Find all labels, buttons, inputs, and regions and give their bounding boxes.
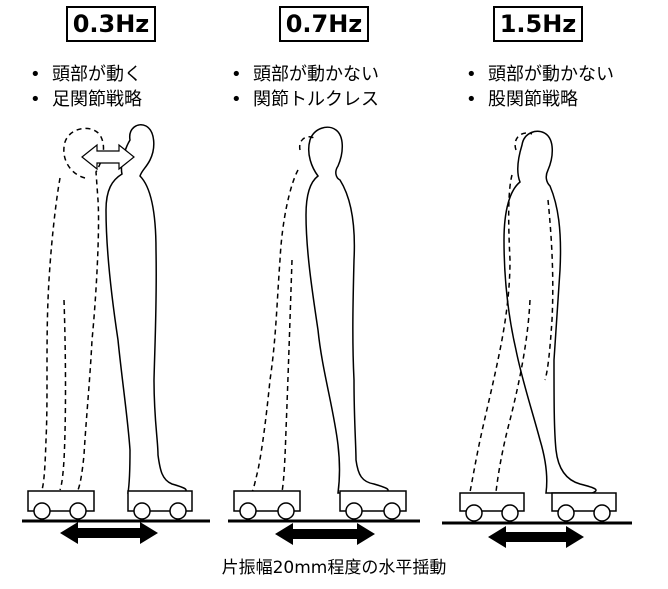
wheel	[169, 502, 187, 520]
bullet-item: 頭部が動かない	[231, 62, 379, 87]
frequency-label-1.5hz: 1.5Hz	[493, 6, 583, 42]
panel-0.3hz-bullets: 頭部が動く 足関節戦略	[30, 62, 142, 112]
wheel	[465, 504, 483, 522]
wheel	[501, 504, 519, 522]
wheel	[239, 502, 257, 520]
bullet-item: 頭部が動かない	[466, 62, 614, 87]
dashed-silhouette	[41, 127, 105, 491]
bullet-item: 足関節戦略	[30, 87, 142, 112]
bullet-item: 関節トルクレス	[231, 87, 379, 112]
wheel	[277, 502, 295, 520]
panel-0.7hz-figure	[233, 126, 407, 520]
double-arrow-icon	[60, 522, 158, 544]
wheel	[33, 502, 51, 520]
double-arrow-icon	[488, 526, 584, 548]
wheel	[345, 502, 363, 520]
double-arrow-icon	[275, 523, 375, 545]
bullet-item: 頭部が動く	[30, 62, 142, 87]
wheel	[383, 502, 401, 520]
panel-0.7hz-bullets: 頭部が動かない 関節トルクレス	[231, 62, 379, 112]
solid-silhouette	[503, 130, 597, 494]
panel-1.5hz-bullets: 頭部が動かない 股関節戦略	[466, 62, 614, 112]
solid-silhouette	[105, 124, 187, 494]
wheel	[593, 504, 611, 522]
wheel	[69, 502, 87, 520]
panel-1.5hz-figure	[459, 130, 617, 522]
caption: 片振幅20mm程度の水平揺動	[221, 558, 447, 578]
double-arrow-icon	[81, 143, 135, 171]
wheel	[557, 504, 575, 522]
wheel	[133, 502, 151, 520]
bullet-item: 股関節戦略	[466, 87, 614, 112]
solid-silhouette	[305, 126, 389, 494]
panel-0.3hz-figure	[27, 124, 193, 520]
frequency-label-0.3hz: 0.3Hz	[66, 6, 156, 42]
dashed-silhouette	[469, 132, 554, 493]
dashed-silhouette	[251, 136, 315, 493]
frequency-label-0.7hz: 0.7Hz	[279, 6, 369, 42]
